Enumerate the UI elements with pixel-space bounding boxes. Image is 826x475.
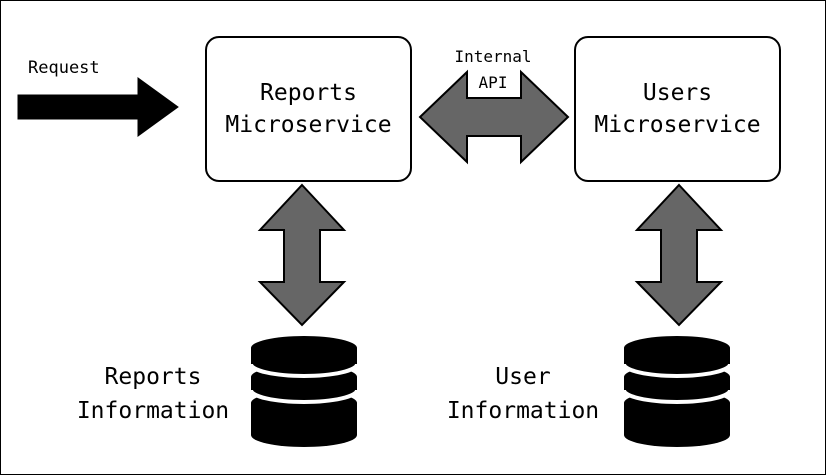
- internal-api-line2: API: [478, 73, 508, 92]
- users-service-line2: Microservice: [594, 112, 761, 138]
- request-arrow: [17, 77, 179, 137]
- request-label: Request: [28, 58, 100, 78]
- reports-microservice-box: Reports Microservice: [205, 36, 412, 182]
- reports-database-icon: [249, 336, 359, 447]
- internal-api-line1: Internal: [454, 47, 532, 66]
- request-label-text: Request: [28, 58, 100, 78]
- reports-service-line1: Reports: [260, 80, 357, 106]
- users-info-line1: User: [495, 364, 551, 390]
- internal-api-label: Internal API: [440, 44, 546, 96]
- reports-information-label: Reports Information: [58, 360, 248, 428]
- users-microservice-box: Users Microservice: [574, 36, 781, 182]
- users-information-label: User Information: [428, 360, 618, 428]
- reports-data-arrow: [257, 183, 347, 327]
- users-service-line1: Users: [642, 80, 713, 106]
- internal-api-arrow: [418, 69, 570, 165]
- users-database-icon: [622, 336, 732, 447]
- reports-info-line1: Reports: [104, 364, 202, 390]
- reports-info-line2: Information: [76, 398, 230, 424]
- users-data-arrow: [634, 183, 724, 327]
- reports-service-line2: Microservice: [225, 112, 392, 138]
- users-info-line2: Information: [446, 398, 600, 424]
